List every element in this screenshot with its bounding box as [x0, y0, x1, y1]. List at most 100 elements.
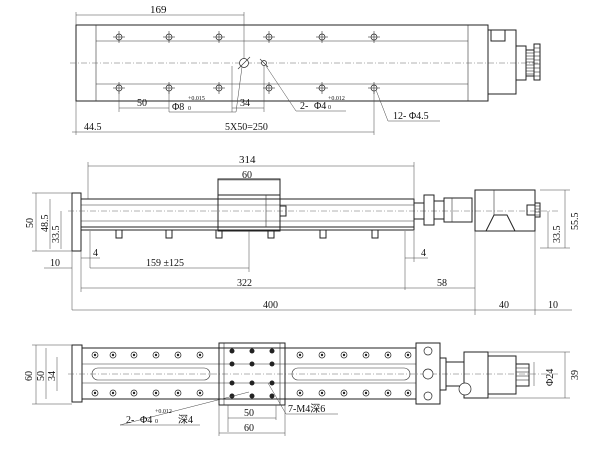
phi4-tol-upper: +0.012 — [328, 96, 345, 102]
carriage-thread-hole — [229, 393, 235, 399]
rail-hole-center — [176, 353, 180, 357]
front-dim-322: 322 — [237, 278, 252, 289]
rail-hole-center — [320, 353, 324, 357]
bottom-left-endplate — [71, 344, 83, 403]
mount-holes-label: 12- Φ4.5 — [393, 111, 429, 122]
front-carriage-stud — [279, 205, 287, 217]
front-knob-cap — [534, 202, 541, 218]
phi8-hole-label: Φ8 — [172, 102, 184, 113]
rail-hole-center — [386, 353, 390, 357]
dim-34-label: 34 — [240, 98, 250, 109]
rail-hole-center — [342, 353, 346, 357]
top-knob-cap — [533, 43, 541, 81]
carriage-thread-hole — [269, 380, 275, 386]
carriage-thread-hole — [269, 393, 275, 399]
front-foot — [319, 229, 327, 239]
dim-pitch-label: 5X50=250 — [225, 122, 268, 133]
bottom-dim-phi24: Φ24 — [545, 369, 556, 386]
rail-hole-center — [132, 391, 136, 395]
front-motor-mount — [474, 189, 536, 232]
front-dim-10-left: 10 — [50, 258, 60, 269]
front-knob — [526, 204, 536, 216]
carriage-thread-hole — [249, 361, 255, 367]
pin-holes-count: 2- — [300, 101, 308, 112]
front-bearing — [423, 194, 435, 226]
rail-hole-center — [298, 391, 302, 395]
front-dim-33-5-right: 33.5 — [552, 226, 563, 244]
bottom-carriage-50: 50 — [244, 408, 254, 419]
rail-hole-center — [132, 353, 136, 357]
pin-holes-phi4: Φ4 — [314, 101, 326, 112]
dim-169-label: 169 — [150, 4, 167, 16]
front-foot — [215, 229, 223, 239]
bottom-dim-50: 50 — [36, 371, 47, 381]
front-coupler-b — [443, 197, 473, 223]
dim-44-5-label: 44.5 — [84, 122, 102, 133]
phi4-tol-lower: 0 — [328, 105, 331, 111]
rail-hole-center — [320, 391, 324, 395]
rail-hole-center — [93, 391, 97, 395]
rail-hole-center — [406, 353, 410, 357]
front-foot — [371, 229, 379, 239]
front-dim-stroke: 159 ±125 — [146, 258, 184, 269]
bottom-row-mount-holes — [113, 82, 380, 94]
front-view: 50 48.5 33.5 55.5 33.5 314 60 4 10 159 ±… — [25, 154, 581, 315]
bottom-carriage — [218, 342, 286, 406]
carriage-thread-hole — [269, 348, 275, 354]
rail-hole-center — [176, 391, 180, 395]
bottom-pin-count: 2- — [126, 415, 134, 426]
front-dim-4-right: 4 — [421, 248, 426, 259]
dim-50-label: 50 — [137, 98, 147, 109]
front-dim-314: 314 — [239, 154, 256, 166]
bottom-pin-depth: 深4 — [178, 414, 193, 426]
carriage-thread-hole — [229, 361, 235, 367]
carriage-thread-hole — [269, 361, 275, 367]
front-dim-40: 40 — [499, 300, 509, 311]
bottom-pin-tol-upper: +0.012 — [155, 409, 172, 415]
top-view: 169 34 50 Φ8 +0.015 0 2- Φ4 +0.012 0 12-… — [70, 4, 541, 135]
bottom-pin-phi4: Φ4 — [140, 415, 152, 426]
carriage-thread-hole — [249, 380, 255, 386]
rail-hole-center — [93, 353, 97, 357]
bottom-threads-label: 7-M4深6 — [288, 403, 325, 415]
bottom-slot-left — [91, 367, 211, 381]
front-foot — [165, 229, 173, 239]
front-dim-55-5: 55.5 — [570, 213, 581, 231]
bottom-dim-34: 34 — [47, 371, 58, 381]
rail-hole-center — [406, 391, 410, 395]
bottom-slot-right — [291, 367, 411, 381]
rail-hole-center — [198, 391, 202, 395]
rail-hole-center — [198, 353, 202, 357]
rail-hole-center — [154, 353, 158, 357]
front-dim-50: 50 — [25, 218, 36, 228]
top-row-mount-holes — [113, 31, 380, 43]
rail-hole-center — [386, 391, 390, 395]
bottom-pin-tol-lower: 0 — [155, 419, 158, 425]
carriage-holes — [229, 348, 275, 399]
bottom-view: 60 50 34 Φ24 39 2- Φ4 +0.012 0 深4 50 60 … — [24, 342, 581, 436]
carriage-thread-hole — [249, 348, 255, 354]
rail-hole-center — [364, 353, 368, 357]
front-dim-48-5: 48.5 — [40, 215, 51, 233]
bottom-dim-39: 39 — [570, 370, 581, 380]
carriage-thread-hole — [249, 393, 255, 399]
top-motor-tab — [490, 29, 506, 42]
front-foot — [267, 229, 275, 239]
carriage-thread-hole — [229, 380, 235, 386]
front-dim-4-left: 4 — [93, 248, 98, 259]
bottom-carriage-60: 60 — [244, 423, 254, 434]
rail-hole-center — [154, 391, 158, 395]
front-dim-33-5-left: 33.5 — [51, 226, 62, 244]
carriage-thread-hole — [229, 348, 235, 354]
rail-hole-center — [111, 391, 115, 395]
front-dim-400: 400 — [263, 300, 278, 311]
bottom-dim-60: 60 — [24, 371, 35, 381]
top-motor-housing — [487, 29, 517, 95]
phi8-tol-upper: +0.015 — [188, 96, 205, 102]
rail-hole-center — [298, 353, 302, 357]
bottom-motor-plate — [487, 355, 517, 395]
front-rail-body — [80, 198, 415, 228]
front-dim-10-right: 10 — [548, 300, 558, 311]
rail-hole-center — [111, 353, 115, 357]
